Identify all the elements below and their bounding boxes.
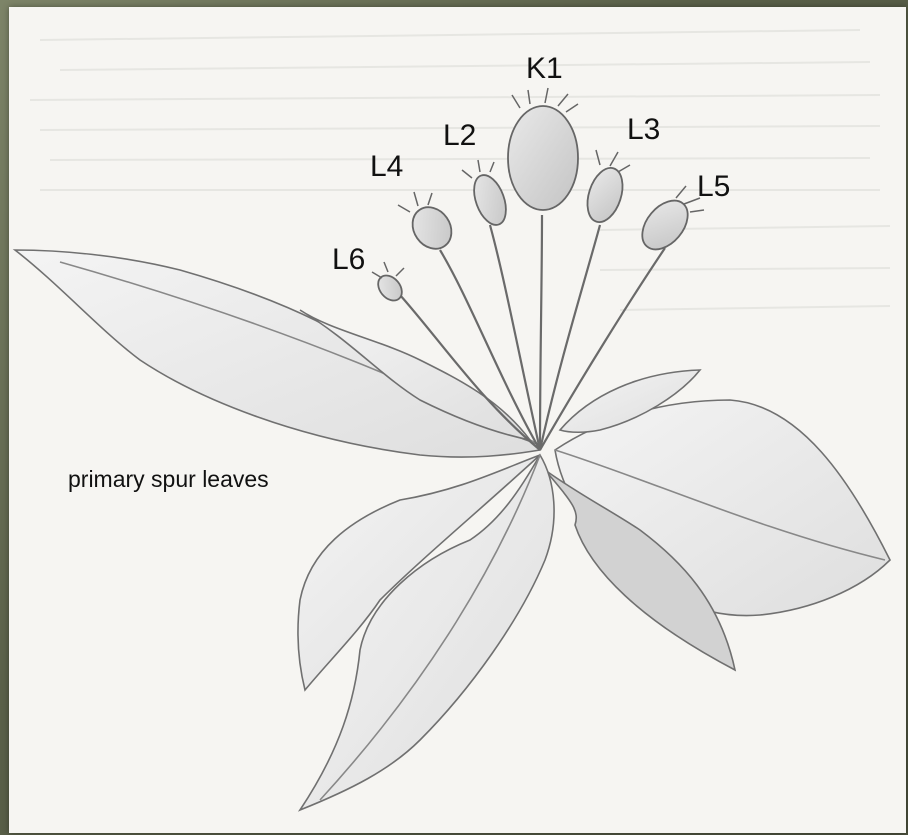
bud-l3 [581, 163, 629, 226]
label-k1: K1 [526, 52, 563, 86]
bud-l2 [468, 171, 512, 229]
label-primary-spur-leaves: primary spur leaves [68, 466, 269, 493]
label-l6: L6 [332, 243, 365, 277]
bud-k1 [508, 106, 578, 210]
bud-l4 [405, 200, 460, 257]
bud-l5 [633, 192, 697, 258]
label-l5: L5 [697, 170, 730, 204]
label-l3: L3 [627, 113, 660, 147]
drawing-paper: K1 L2 L3 L4 L5 L6 primary spur leaves [9, 7, 906, 833]
leaf-left-large [15, 250, 540, 457]
leaves [15, 250, 890, 810]
label-l2: L2 [443, 119, 476, 153]
label-l4: L4 [370, 150, 403, 184]
